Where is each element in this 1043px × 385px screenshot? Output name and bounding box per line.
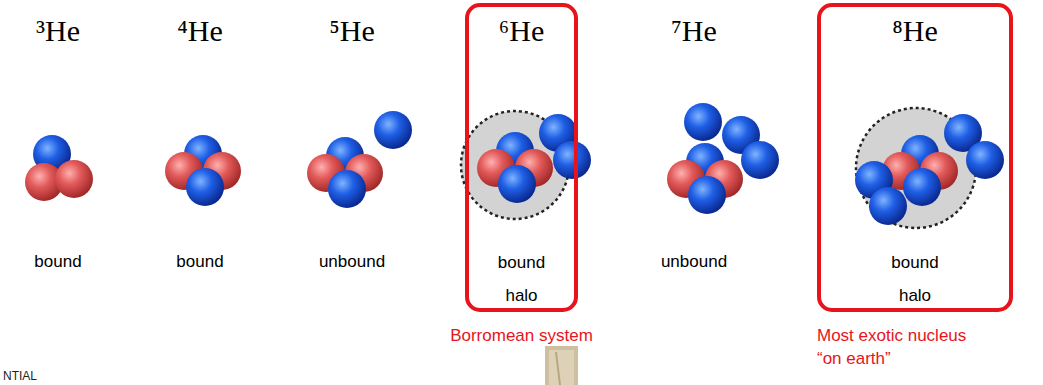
isotope-label: ⁴He [100, 14, 300, 48]
cut-off-text: NTIAL [3, 369, 37, 383]
status-label: bound [0, 251, 158, 273]
status-label: unbound [594, 251, 794, 273]
isotope-label: ⁵He [252, 14, 452, 48]
he7-nucleus [667, 103, 779, 214]
status-label: bound [821, 252, 1009, 274]
isotope-label: ³He [0, 14, 158, 48]
he6-nucleus [461, 111, 591, 219]
isotope-box: ⁶HeboundhaloBorromean system [465, 3, 578, 312]
he4-nucleus [165, 135, 241, 206]
caption: Most exotic nucleus “on earth” [817, 324, 987, 370]
he8-nucleus [855, 108, 1004, 228]
status-label: halo [469, 285, 574, 307]
status-label: bound [100, 251, 300, 273]
status-label: unbound [252, 251, 452, 273]
status-label: halo [821, 285, 1009, 307]
isotope-label: ⁶He [469, 14, 574, 48]
status-label: bound [469, 252, 574, 274]
isotope-label: ⁷He [594, 14, 794, 48]
caption: Borromean system [412, 324, 632, 347]
he3-nucleus [25, 135, 93, 201]
isotope-label: ⁸He [821, 14, 1009, 48]
isotope-box: ⁸HeboundhaloMost exotic nucleus “on eart… [817, 3, 1013, 312]
photo-fragment [545, 346, 578, 385]
he5-nucleus [307, 111, 412, 208]
